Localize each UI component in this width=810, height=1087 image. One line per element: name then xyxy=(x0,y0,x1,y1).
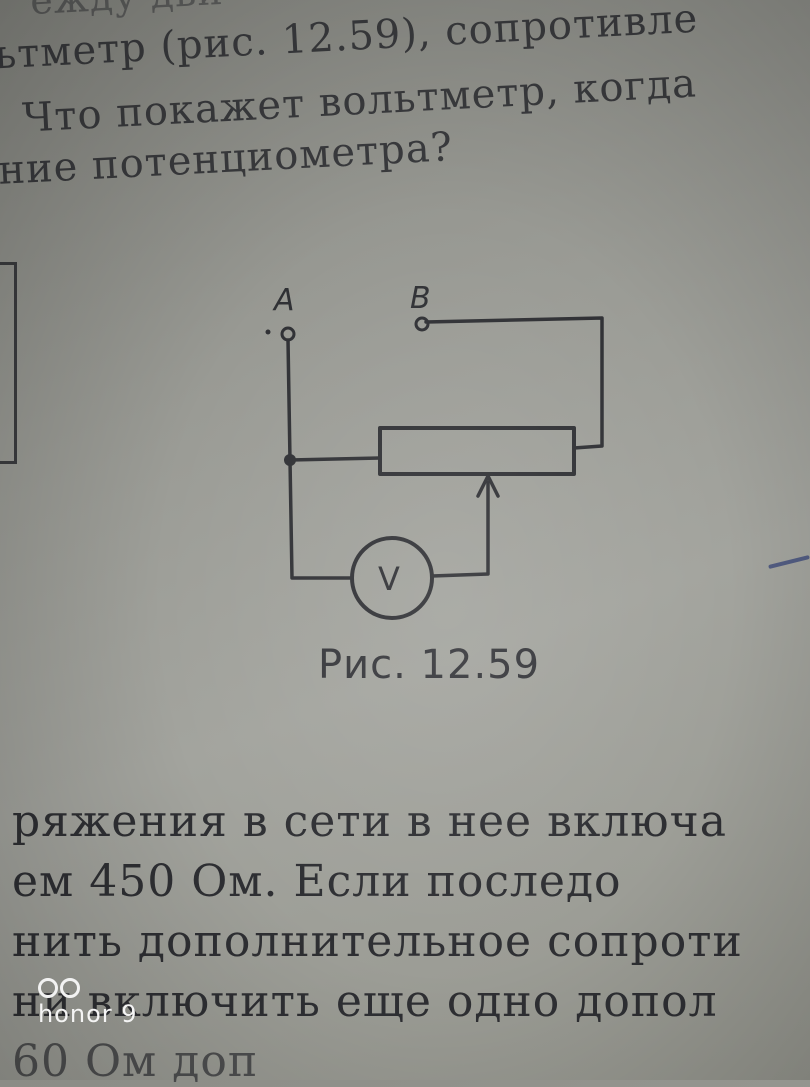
terminal-a-dot xyxy=(265,329,271,335)
slider-arrow-icon xyxy=(476,474,500,498)
wire-voltmeter-to-slider xyxy=(430,480,490,578)
wire-junction-to-voltmeter xyxy=(288,458,354,580)
ring-right xyxy=(60,978,80,998)
text-line-4: ряжения в сети в нее включа xyxy=(12,796,727,847)
text-line-5: ем 450 Ом. Если последо xyxy=(12,856,622,907)
previous-figure-frame xyxy=(0,262,17,464)
wire-a-vertical xyxy=(286,338,292,462)
text-line-partial-top: ежду дви xyxy=(29,0,224,23)
watermark-brand: honor 9 xyxy=(38,1000,138,1028)
text-line-6: нить дополнительное сопроти xyxy=(12,916,743,967)
camera-watermark: honor 9 xyxy=(38,978,138,1028)
terminal-b-icon xyxy=(414,316,430,332)
wire-junction-to-pot xyxy=(288,456,382,462)
wire-pot-to-b xyxy=(424,316,604,450)
double-ring-icon xyxy=(38,978,80,998)
voltmeter-label: V xyxy=(378,560,400,598)
circuit-diagram: A B V xyxy=(240,276,620,626)
pen-mark xyxy=(768,554,810,570)
ring-left xyxy=(38,978,58,998)
terminal-a-label: A xyxy=(272,283,295,318)
text-line-7: ни включить еще одно допол xyxy=(12,976,718,1027)
potentiometer-body xyxy=(378,426,576,476)
terminal-b-label: B xyxy=(410,281,431,316)
figure-caption: Рис. 12.59 xyxy=(318,642,541,688)
junction-dot xyxy=(284,454,296,466)
voltmeter-circle xyxy=(350,536,434,620)
text-line-partial-bottom: 60 Ом доп xyxy=(12,1036,259,1087)
terminal-a-icon xyxy=(280,326,296,342)
circuit-svg: A B V xyxy=(265,281,604,620)
